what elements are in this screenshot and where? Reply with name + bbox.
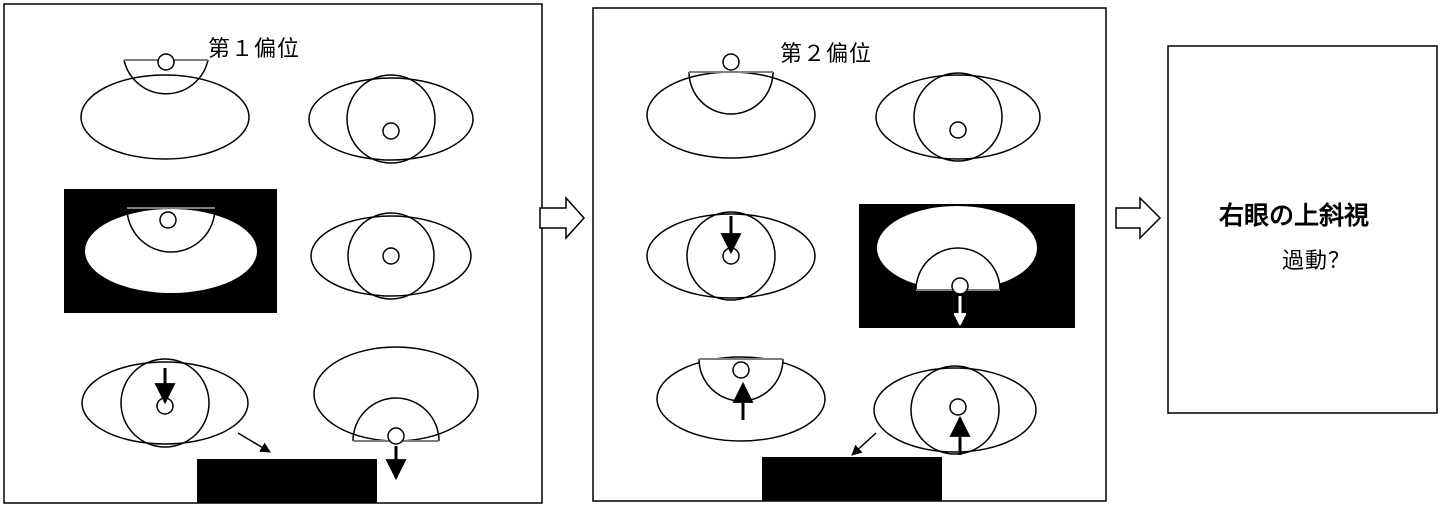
eye-p2-r1-left <box>646 53 816 159</box>
eye-p1-r1-right <box>308 74 474 164</box>
eye-p2-r3-left <box>656 356 826 442</box>
cover-box-p1 <box>197 459 377 503</box>
arrow-p1-diagonal <box>237 432 271 453</box>
conclusion-box <box>1167 45 1438 414</box>
eye-p1-r3-left <box>81 358 249 448</box>
conclusion-title: 右眼の上斜視 <box>1219 201 1370 230</box>
arrow-p2-diagonal <box>851 432 877 456</box>
panel-2-title: 第２偏位 <box>780 42 873 67</box>
eye-p1-r3-right <box>313 346 479 481</box>
eye-p2-r2-right-covered <box>859 204 1075 328</box>
arrow-right-outline-icon <box>1115 196 1162 240</box>
eye-p1-r2-right <box>310 212 472 300</box>
arrow-right-outline-icon <box>539 196 586 240</box>
eye-p2-r3-right <box>873 365 1037 455</box>
eye-p2-r1-right <box>875 72 1041 162</box>
eye-p2-r2-left <box>646 211 816 301</box>
eye-p1-r2-left-covered <box>64 189 277 313</box>
panel-1-title: 第１偏位 <box>208 37 301 62</box>
eye-p1-r1-left <box>80 53 250 160</box>
conclusion-subtitle: 過動？ <box>1282 249 1352 274</box>
cover-box-p2 <box>762 457 942 501</box>
